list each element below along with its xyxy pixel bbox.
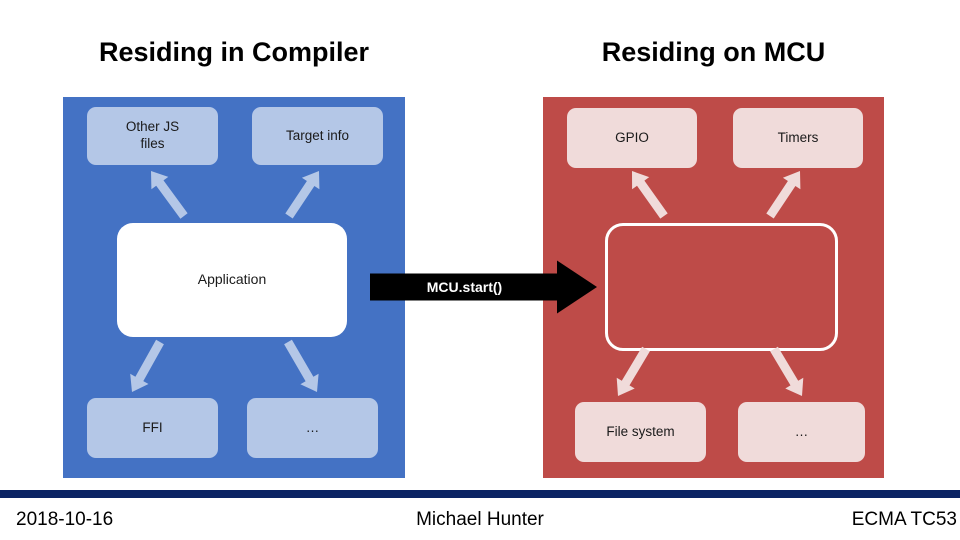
box-timers: Timers [733, 108, 863, 168]
mcu-panel-title: Residing on MCU [601, 37, 826, 67]
footer-organization: ECMA TC53 [851, 509, 957, 530]
footer-author: Michael Hunter [416, 509, 544, 530]
footer-divider-bar [0, 490, 960, 498]
box-compiler-more: … [247, 398, 378, 458]
compiler-panel-title: Residing in Compiler [98, 37, 370, 67]
box-other-js-files: Other JS files [87, 107, 218, 165]
box-mcu-runtime [605, 223, 838, 351]
box-ffi: FFI [87, 398, 218, 458]
box-file-system: File system [575, 402, 706, 462]
footer-date: 2018-10-16 [16, 509, 114, 530]
box-application: Application [117, 223, 347, 337]
box-target-info: Target info [252, 107, 383, 165]
box-gpio: GPIO [567, 108, 697, 168]
mcu-start-label: MCU.start() [426, 279, 503, 295]
box-mcu-more: … [738, 402, 865, 462]
